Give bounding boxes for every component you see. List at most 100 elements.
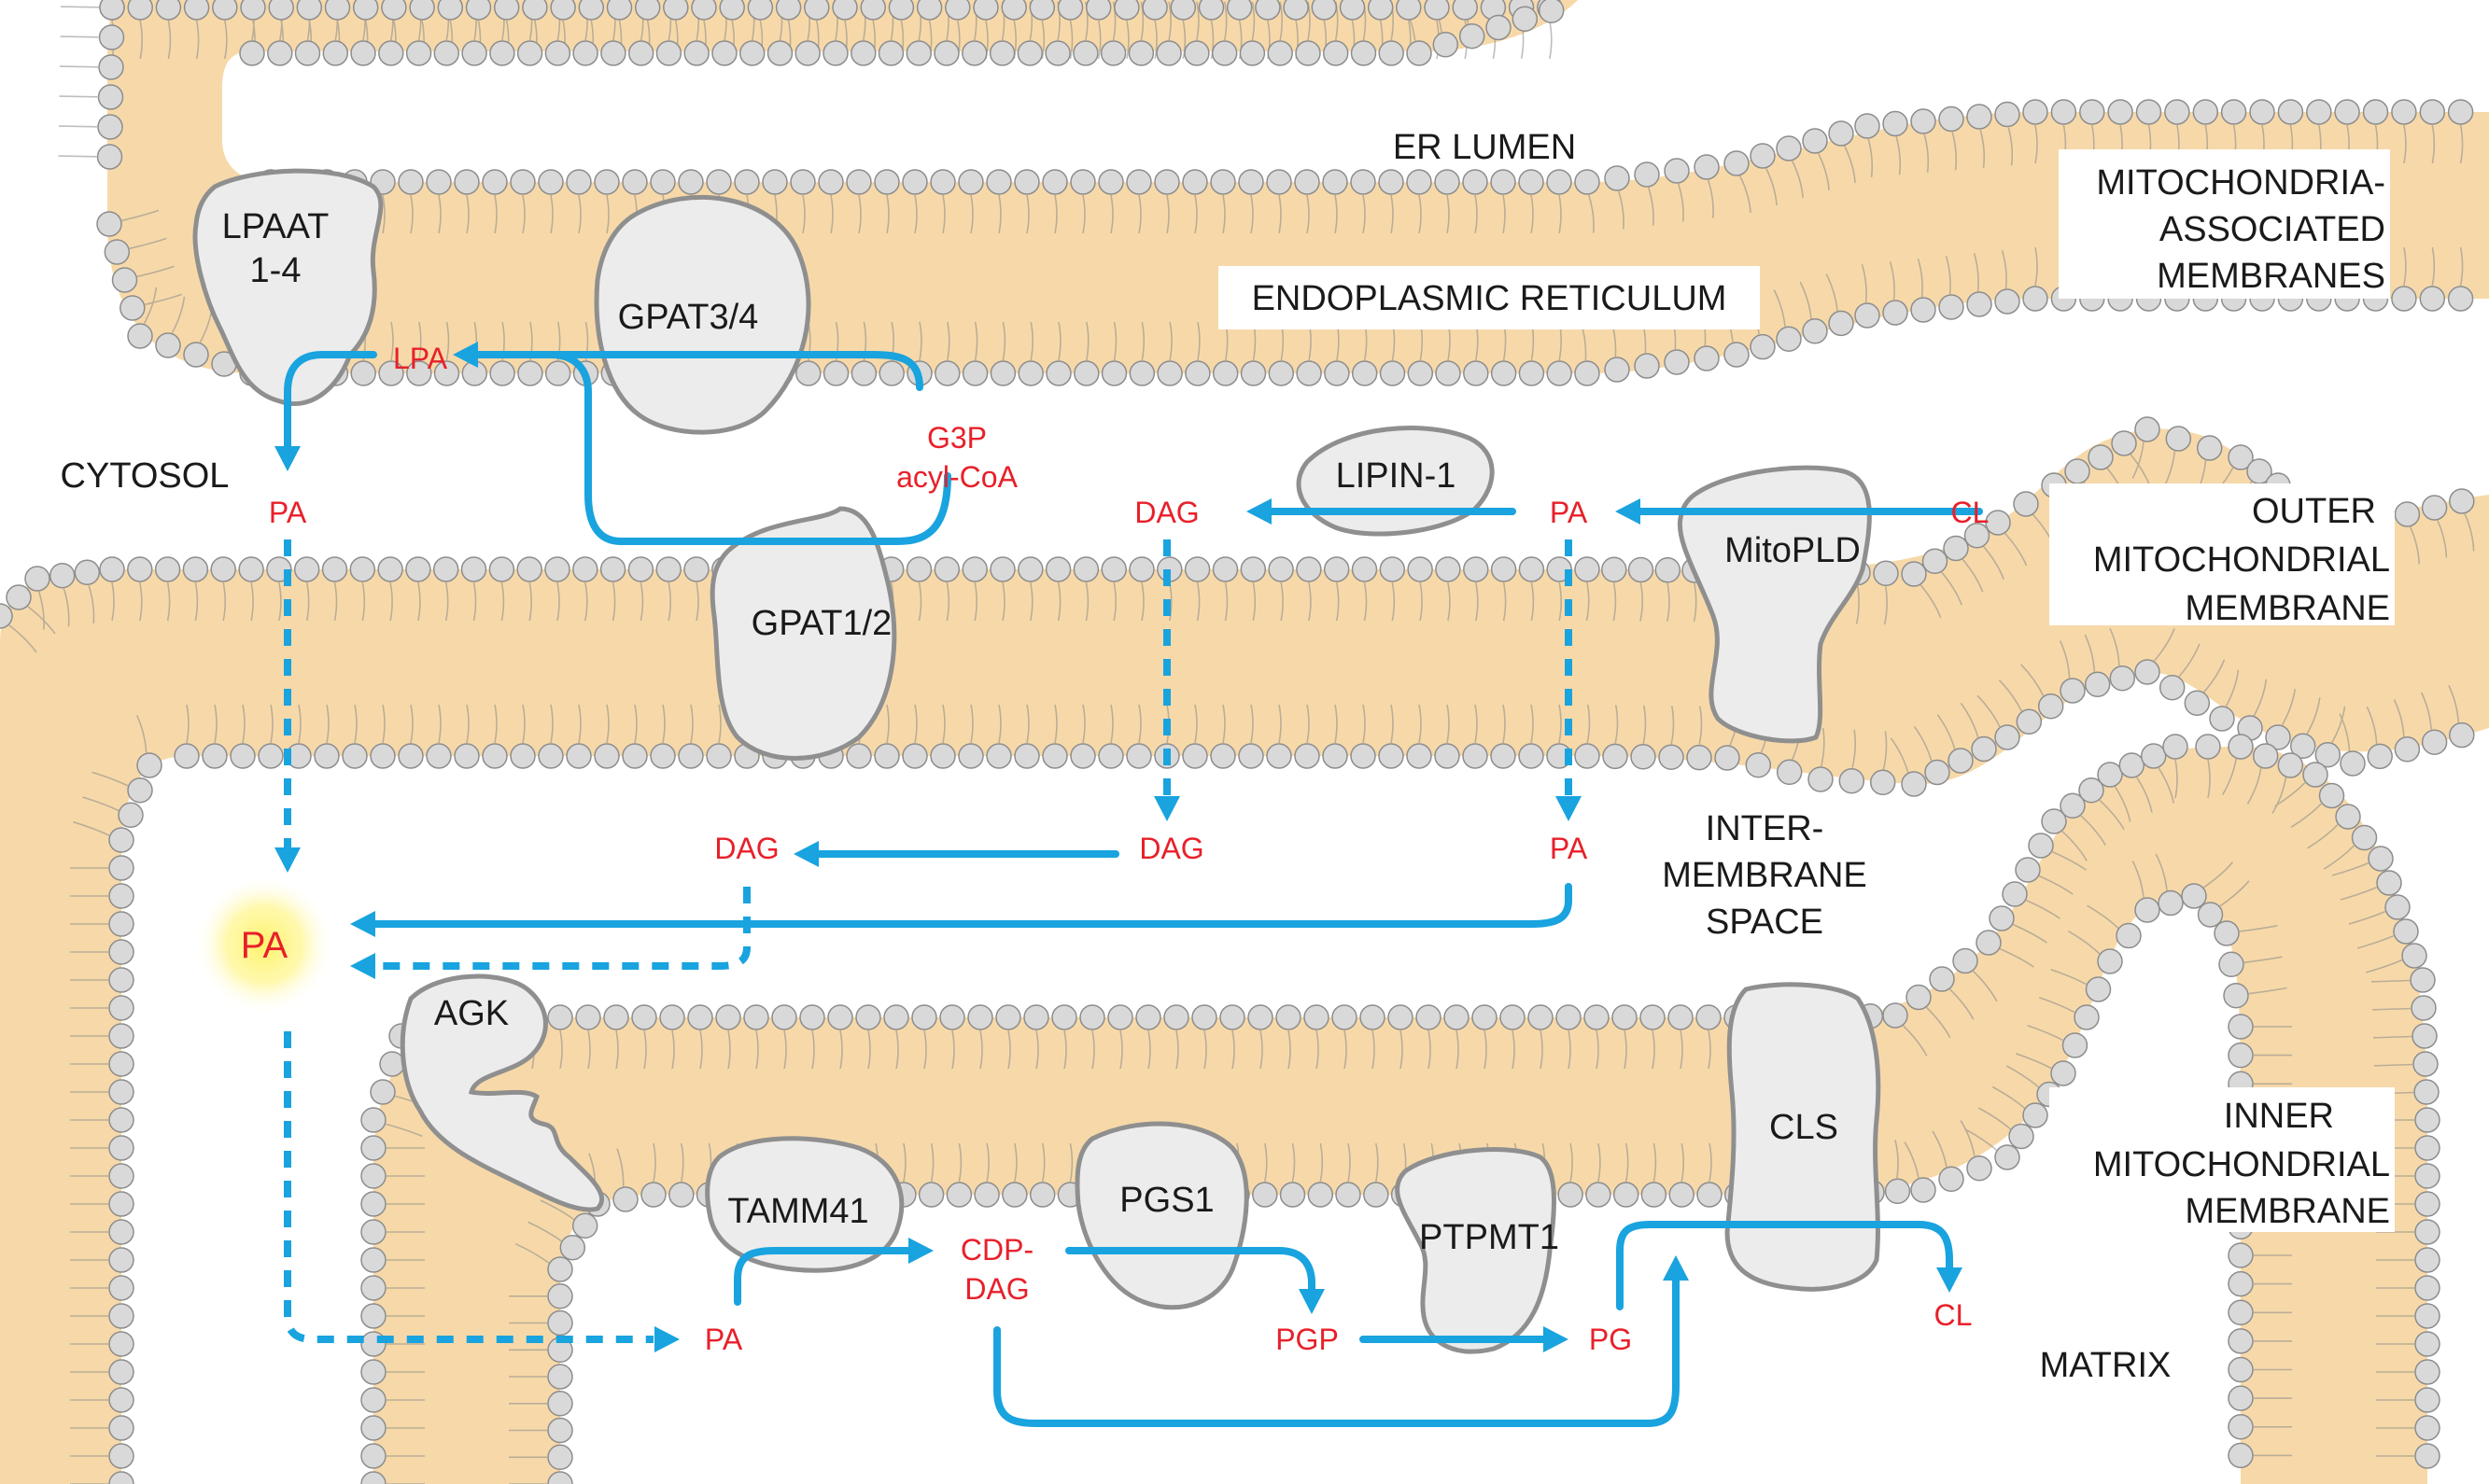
lipid-head (1294, 743, 1320, 769)
lipid-head (2447, 286, 2474, 312)
lipid-head (622, 169, 648, 195)
lipid-head (1462, 743, 1488, 769)
label-er-lumen: ER LUMEN (1393, 128, 1576, 167)
lipid-head (293, 556, 320, 582)
lipid-head (108, 855, 134, 881)
lipid-head (1042, 743, 1068, 769)
lipid-tail (1306, 704, 1310, 744)
pathway-arrows (274, 342, 1983, 1427)
lipid-head (239, 40, 265, 66)
lipid-head (1101, 360, 1128, 386)
lipid-head (1240, 556, 1267, 582)
lipid-tail (522, 194, 526, 234)
lipid-tail (82, 796, 120, 812)
lipid-head (1074, 360, 1100, 386)
lipid-head (296, 0, 323, 21)
lipid-head (154, 556, 181, 582)
lipid-tail (2178, 643, 2201, 678)
lipid-head (1838, 767, 1865, 794)
lipid-tail (171, 296, 186, 334)
lipid-head (1226, 0, 1253, 21)
lipid-head (1463, 360, 1489, 386)
lipid-head (823, 40, 849, 66)
lipid-tail (2158, 767, 2175, 804)
lipid-head (1452, 0, 1478, 21)
lipid-head (1210, 169, 1236, 195)
lipid-tail (91, 771, 129, 787)
lipid-tail (1639, 582, 1643, 622)
lipid-head (1686, 744, 1712, 771)
lipid-head (2277, 99, 2304, 125)
lipid-tail (1558, 581, 1562, 622)
lipid-tail (918, 581, 922, 622)
lipid-tail (1054, 194, 1058, 234)
lipid-tail (1983, 546, 2004, 580)
lipid-tail (2080, 815, 2106, 846)
lipid-tail (1175, 1029, 1179, 1070)
lipid-head (2050, 1060, 2076, 1086)
lipid-head (2394, 736, 2421, 763)
lipid-head (2412, 1023, 2438, 1049)
lipid-head (930, 743, 956, 769)
arrowhead (274, 847, 301, 873)
lipid-head (860, 0, 886, 21)
lipid-head (544, 360, 571, 386)
lipid-head (2008, 1123, 2034, 1150)
lipid-tail (1278, 194, 1282, 234)
label-ims-line1: INTER- (1706, 809, 1824, 848)
lipid-head (930, 169, 956, 195)
lipid-head (1001, 0, 1027, 21)
lipid-head (349, 556, 376, 582)
lipid-head (547, 1364, 573, 1390)
lipid-head (2041, 808, 2067, 834)
lipid-head (2085, 976, 2112, 1002)
lipid-head (96, 144, 123, 170)
lipid-tail (1041, 1142, 1046, 1183)
lipid-tail (143, 287, 158, 325)
lipid-head (1266, 169, 1292, 195)
lipid-head (321, 556, 348, 582)
lipid-tail (270, 704, 274, 744)
lipid-tail (129, 237, 167, 250)
lipid-tail (914, 704, 918, 744)
lipid-tail (1002, 581, 1005, 622)
lipid-tail (2356, 934, 2395, 949)
lipid-head (1434, 169, 1460, 195)
lipid-tail (58, 125, 98, 128)
lipid-head (1463, 556, 1489, 582)
lipid-tail (2274, 782, 2306, 807)
lipid-tail (1799, 281, 1812, 319)
lipid-head (2412, 1051, 2439, 1077)
lipid-head (2334, 99, 2360, 125)
arrowhead (453, 342, 478, 368)
lipid-head (1023, 1004, 1049, 1030)
lipid-head (1518, 360, 1545, 386)
region-labels: ER LUMEN ENDOPLASMIC RETICULUM MITOCHOND… (61, 128, 2395, 1385)
lipid-tail (1484, 1029, 1487, 1070)
lipid-head (1929, 966, 1955, 992)
lipid-tail (466, 704, 470, 744)
lipid-head (1994, 101, 2020, 128)
label-cls: CLS (1769, 1108, 1838, 1147)
lipid-tail (2153, 628, 2175, 662)
lipid-head (360, 1331, 387, 1357)
lipid-head (627, 40, 654, 66)
lipid-tail (1973, 253, 1979, 292)
lipid-tail (1278, 704, 1282, 744)
lipid-tail (942, 194, 946, 234)
lipid-tail (1652, 1029, 1655, 1070)
lipid-head (516, 556, 542, 582)
lipid-tail (1670, 706, 1675, 745)
lipid-head (1129, 360, 1156, 386)
lipid-head (2134, 659, 2160, 685)
enzyme-labels: LPAAT 1-4 GPAT3/4 GPAT1/2 LIPIN-1 MitoPL… (222, 207, 1861, 1257)
lipid-head (967, 1004, 993, 1030)
lipid-tail (958, 1142, 963, 1183)
lipid-head (547, 1283, 573, 1309)
lipid-head (738, 40, 766, 66)
lipid-head (2159, 674, 2186, 701)
lipid-head (360, 1219, 387, 1245)
lipid-tail (1596, 1029, 1599, 1070)
lipid-head (1247, 1004, 1273, 1030)
lipid-head (538, 743, 564, 769)
